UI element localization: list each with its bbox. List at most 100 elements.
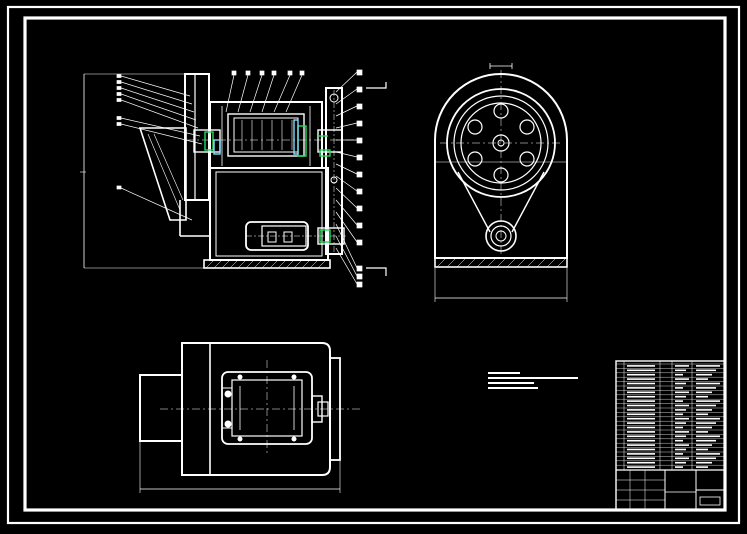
part-balloon bbox=[116, 122, 122, 126]
side-section-view bbox=[80, 73, 387, 276]
leader-line bbox=[120, 123, 203, 145]
parts-list-text bbox=[696, 365, 720, 367]
part-balloon bbox=[116, 98, 122, 102]
leader-line bbox=[335, 151, 358, 158]
part-balloon bbox=[356, 188, 363, 195]
parts-list-text bbox=[675, 448, 686, 451]
part-balloon bbox=[116, 185, 122, 190]
parts-list-text bbox=[696, 369, 716, 372]
parts-list-text bbox=[696, 457, 716, 460]
parts-list-text bbox=[675, 466, 683, 468]
parts-list-text bbox=[696, 453, 720, 455]
parts-list-text bbox=[627, 448, 655, 451]
title-block bbox=[615, 360, 726, 511]
part-balloon bbox=[356, 86, 363, 93]
parts-list-text bbox=[627, 431, 655, 433]
parts-list-text bbox=[675, 400, 683, 402]
leader-line bbox=[249, 74, 263, 113]
parts-list-text bbox=[696, 387, 716, 389]
part-balloon bbox=[116, 74, 122, 78]
parts-list-text bbox=[675, 365, 689, 367]
parts-list-text bbox=[675, 453, 683, 455]
leader-line bbox=[120, 187, 193, 221]
parts-list-text bbox=[627, 444, 655, 446]
parts-list-text bbox=[675, 409, 686, 411]
leader-line bbox=[120, 75, 191, 97]
part-balloon bbox=[116, 116, 122, 120]
leader-line bbox=[273, 74, 291, 113]
parts-list-text bbox=[675, 382, 686, 385]
parts-list-text bbox=[696, 413, 708, 416]
parts-list-text bbox=[627, 422, 655, 424]
part-balloon bbox=[299, 70, 305, 76]
parts-list-text bbox=[675, 431, 689, 433]
parts-list-text bbox=[696, 439, 716, 442]
parts-list-text bbox=[627, 395, 655, 398]
leader-line bbox=[120, 87, 195, 113]
part-balloon bbox=[356, 205, 363, 212]
parts-list-text bbox=[675, 426, 683, 429]
parts-list-text bbox=[675, 369, 686, 372]
parts-list-text bbox=[627, 365, 655, 367]
part-number-leaders bbox=[116, 69, 363, 288]
leader-line bbox=[335, 247, 358, 285]
parts-list-text bbox=[627, 391, 655, 394]
parts-list-text bbox=[696, 409, 712, 411]
parts-list-text bbox=[675, 378, 689, 380]
parts-list-text bbox=[696, 461, 712, 464]
leader-line bbox=[335, 235, 358, 277]
parts-list-text bbox=[627, 457, 655, 460]
part-balloon bbox=[356, 120, 363, 127]
leader-line bbox=[225, 74, 235, 113]
parts-list-text bbox=[675, 373, 683, 376]
part-balloon bbox=[116, 80, 122, 84]
parts-list-text bbox=[627, 439, 655, 442]
part-balloon bbox=[356, 69, 363, 76]
leader-line bbox=[335, 175, 358, 192]
leader-line bbox=[285, 74, 303, 113]
parts-list-text bbox=[675, 439, 683, 442]
parts-list-text bbox=[696, 382, 720, 385]
parts-list-text bbox=[675, 387, 683, 389]
parts-list-text bbox=[627, 453, 655, 455]
parts-list-text bbox=[627, 387, 655, 389]
parts-list-text bbox=[696, 466, 708, 468]
parts-list-text bbox=[627, 426, 655, 429]
parts-list-text bbox=[696, 378, 708, 380]
leader-line bbox=[335, 187, 358, 209]
parts-list-text bbox=[675, 417, 689, 420]
part-balloon bbox=[356, 154, 363, 161]
part-balloon bbox=[356, 273, 363, 280]
part-balloon bbox=[271, 70, 277, 76]
parts-list-text bbox=[675, 457, 689, 460]
parts-list-text bbox=[675, 422, 686, 424]
leader-line bbox=[335, 199, 358, 226]
parts-list-text bbox=[696, 391, 712, 394]
part-balloon bbox=[259, 70, 265, 76]
part-balloon bbox=[356, 103, 363, 110]
leader-line bbox=[120, 81, 193, 105]
parts-list-text bbox=[627, 435, 655, 438]
parts-list-text bbox=[696, 435, 720, 438]
top-view bbox=[139, 342, 360, 493]
part-balloon bbox=[356, 239, 363, 246]
parts-list-text bbox=[696, 417, 720, 420]
parts-list-text bbox=[696, 426, 712, 429]
leader-line bbox=[335, 88, 358, 105]
parts-list-text bbox=[675, 391, 689, 394]
leader-line bbox=[120, 93, 197, 121]
parts-list-text bbox=[696, 400, 720, 402]
leader-line bbox=[120, 99, 199, 129]
part-balloon bbox=[356, 137, 363, 144]
parts-list-text bbox=[675, 404, 689, 407]
part-balloon bbox=[231, 70, 237, 76]
parts-list-text bbox=[675, 395, 686, 398]
parts-list-text bbox=[627, 373, 655, 376]
parts-list-text bbox=[627, 409, 655, 411]
leader-line bbox=[335, 122, 358, 129]
part-balloon bbox=[356, 281, 363, 288]
leader-line bbox=[335, 163, 358, 175]
part-balloon bbox=[245, 70, 251, 76]
